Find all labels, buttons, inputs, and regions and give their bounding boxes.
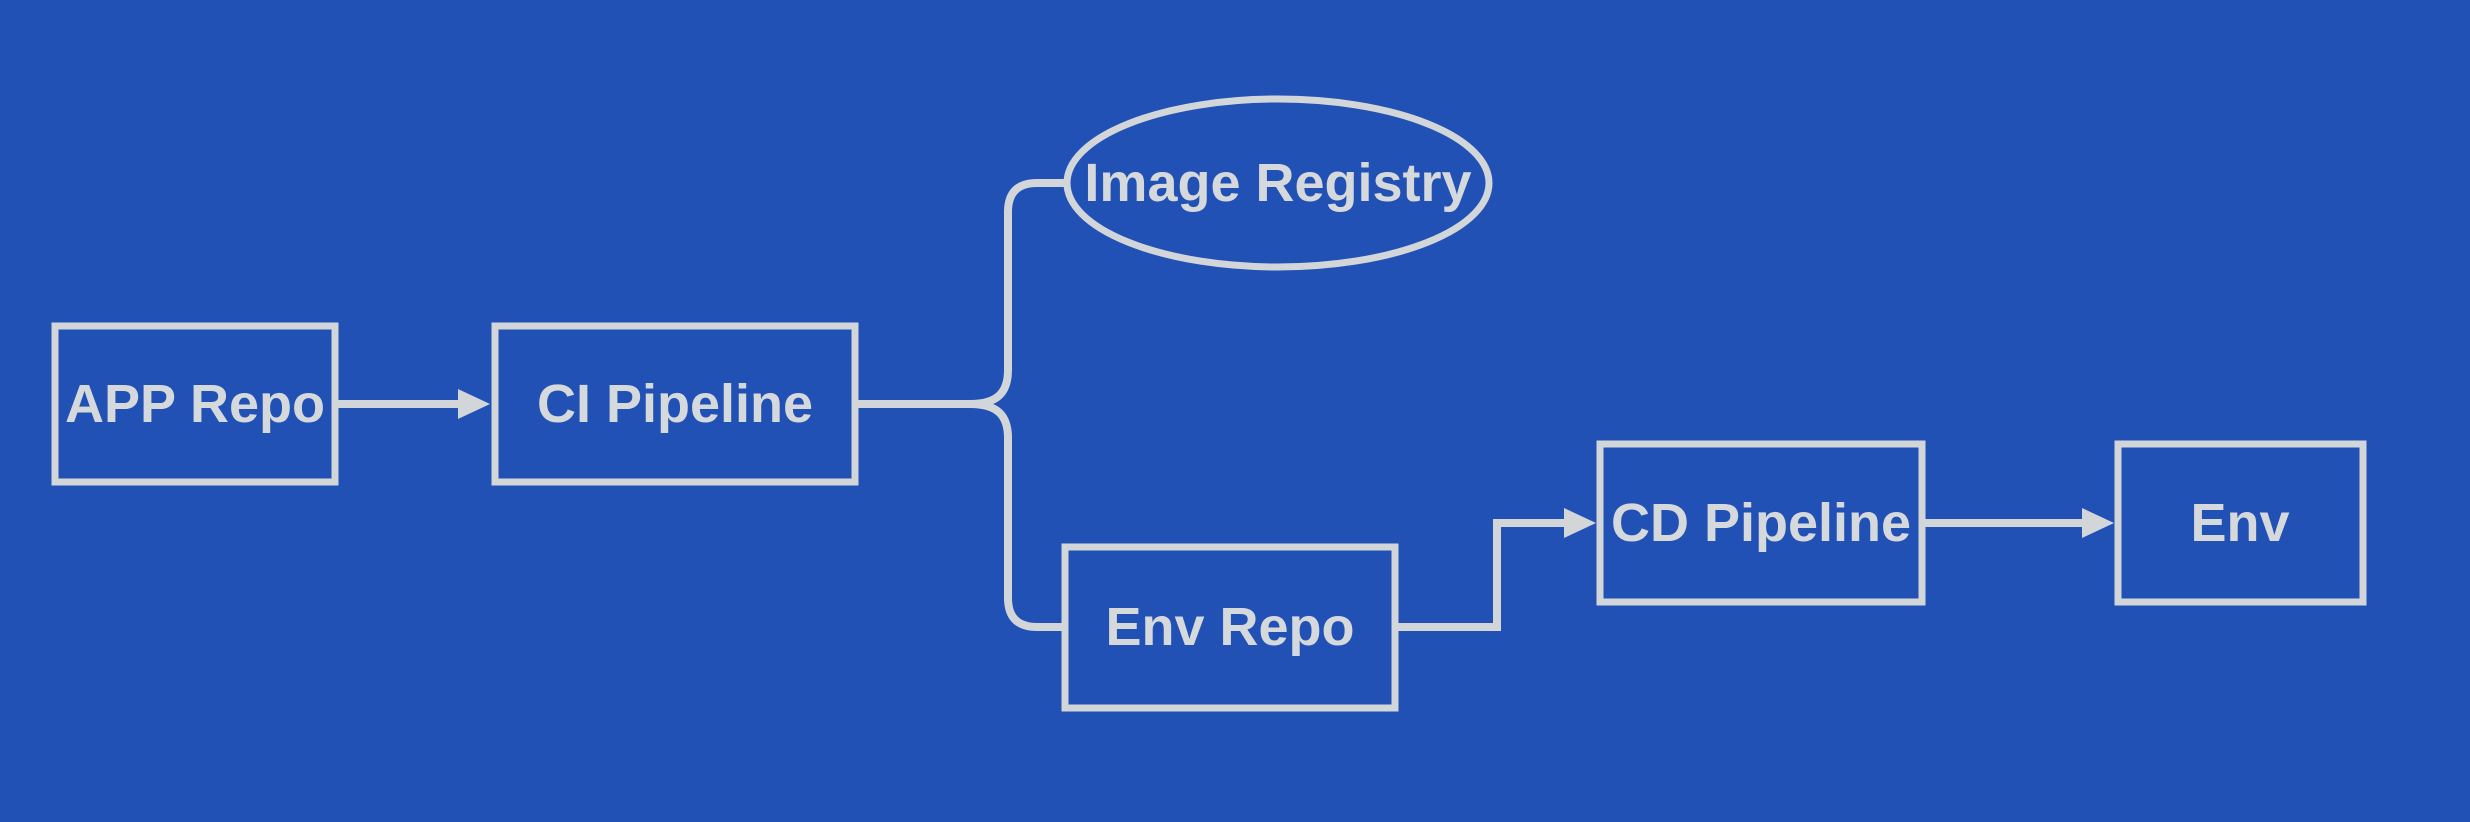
env-repo-box [1061, 543, 1399, 712]
cd-pipeline-label: CD Pipeline [1611, 493, 1911, 553]
node-env: Env [2114, 440, 2367, 606]
node-cd-pipeline: CD Pipeline [1596, 440, 1926, 606]
edge-ci-pipeline-to-image-registry [855, 179, 1064, 408]
edge-ci-pipeline-to-env-repo [855, 400, 1062, 631]
edge-app-repo-to-ci-pipeline [335, 389, 490, 419]
ci-pipeline-box [491, 322, 859, 486]
env-repo-label: Env Repo [1105, 597, 1354, 657]
ci-pipeline-label: CI Pipeline [537, 374, 813, 434]
edge-elbow-line [1395, 519, 1566, 631]
arrowhead-icon [2082, 508, 2114, 538]
env-label: Env [2190, 493, 2289, 553]
edge-cd-pipeline-to-env [1922, 508, 2114, 538]
node-image-registry: Image Registry [1063, 95, 1493, 271]
env-box [2114, 440, 2367, 606]
image-registry-ellipse [1063, 95, 1493, 271]
cd-pipeline-box [1596, 440, 1926, 606]
app-repo-box [51, 322, 339, 486]
image-registry-label: Image Registry [1084, 153, 1471, 213]
node-ci-pipeline: CI Pipeline [491, 322, 859, 486]
edge-env-repo-to-cd-pipeline [1395, 508, 1596, 631]
node-app-repo: APP Repo [51, 322, 339, 486]
arrowhead-icon [458, 389, 490, 419]
node-env-repo: Env Repo [1061, 543, 1399, 712]
app-repo-label: APP Repo [65, 374, 325, 434]
arrowhead-icon [1564, 508, 1596, 538]
